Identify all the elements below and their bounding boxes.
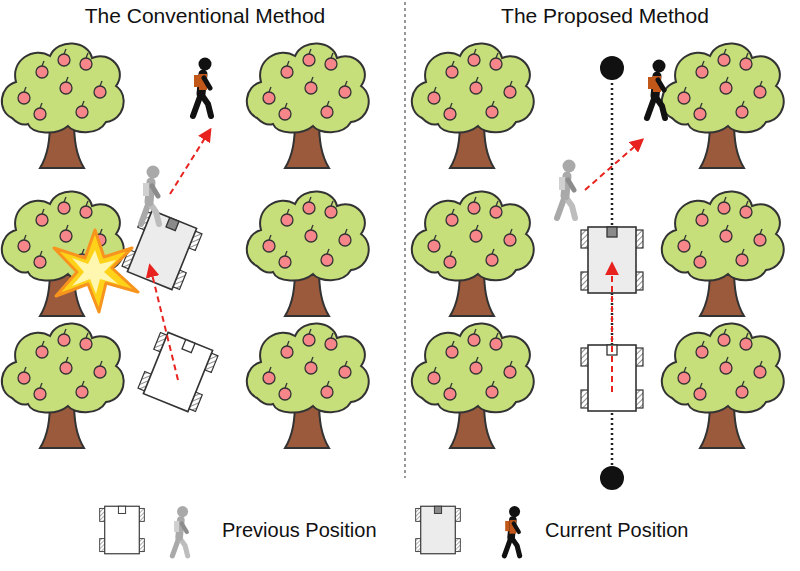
legend-text: Current Position — [545, 519, 688, 541]
legend-samples — [100, 506, 520, 556]
panel-heading: The Proposed Method — [501, 4, 709, 28]
legend-item: Current Position — [545, 519, 688, 542]
tree-group — [2, 43, 784, 448]
legend-item: Previous Position — [222, 519, 377, 542]
conventional-scene — [54, 58, 219, 415]
panel-heading: The Conventional Method — [85, 4, 326, 28]
panel-divider — [404, 2, 405, 478]
legend-text: Previous Position — [222, 519, 377, 541]
proposed-scene — [557, 56, 666, 490]
